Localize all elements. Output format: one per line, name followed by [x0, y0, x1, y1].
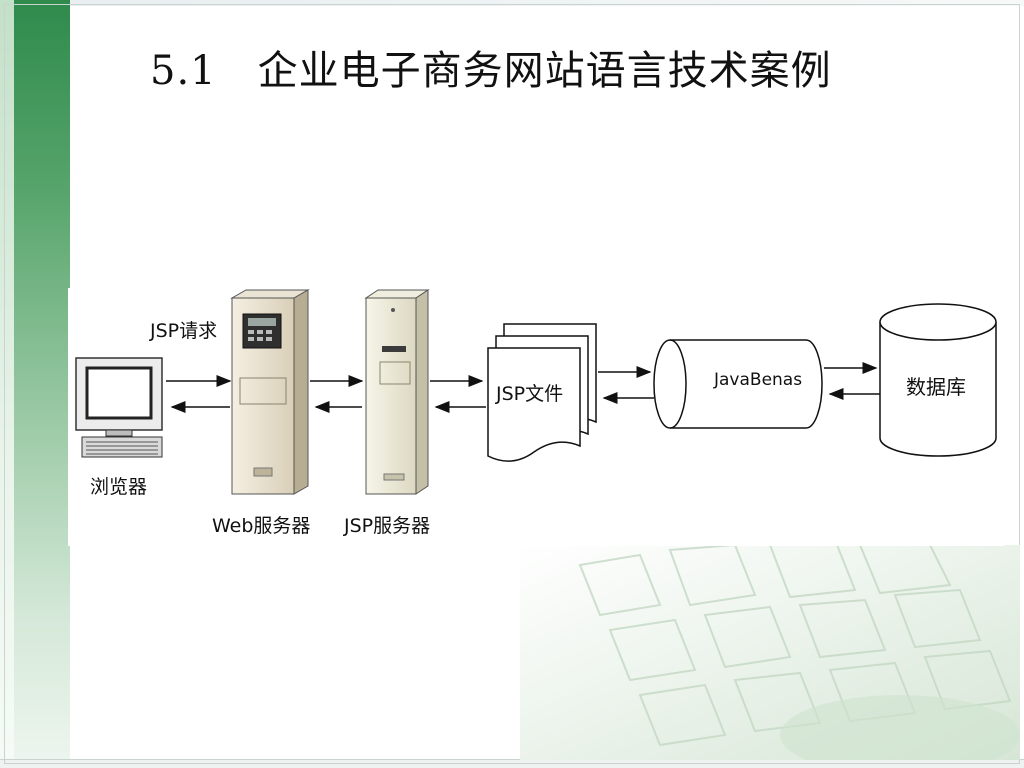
computer-icon [75, 357, 163, 458]
diagram-canvas: JSP请求 浏览器 [75, 289, 997, 537]
document-stack-icon [487, 323, 597, 462]
web-server-label: Web服务器 [212, 515, 310, 537]
jsp-files-label: JSP文件 [495, 383, 563, 405]
request-label: JSP请求 [149, 320, 217, 342]
jsp-server-label: JSP服务器 [343, 515, 430, 537]
database-icon [879, 303, 997, 457]
bottom-decor-rule [0, 759, 1024, 768]
javabeans-label: JavaBenas [713, 370, 802, 390]
cylinder-icon [653, 339, 823, 429]
jsp-server-icon [364, 289, 430, 495]
keyboard-background-image [520, 545, 1020, 760]
left-decor-stripe [0, 0, 14, 768]
top-decor-rule [70, 0, 1024, 6]
database-label: 数据库 [906, 375, 966, 399]
page-title: 5.1 企业电子商务网站语言技术案例 [150, 48, 832, 94]
web-server-icon [230, 289, 310, 495]
browser-label: 浏览器 [90, 476, 147, 498]
architecture-diagram: JSP请求 浏览器 [68, 288, 1004, 546]
